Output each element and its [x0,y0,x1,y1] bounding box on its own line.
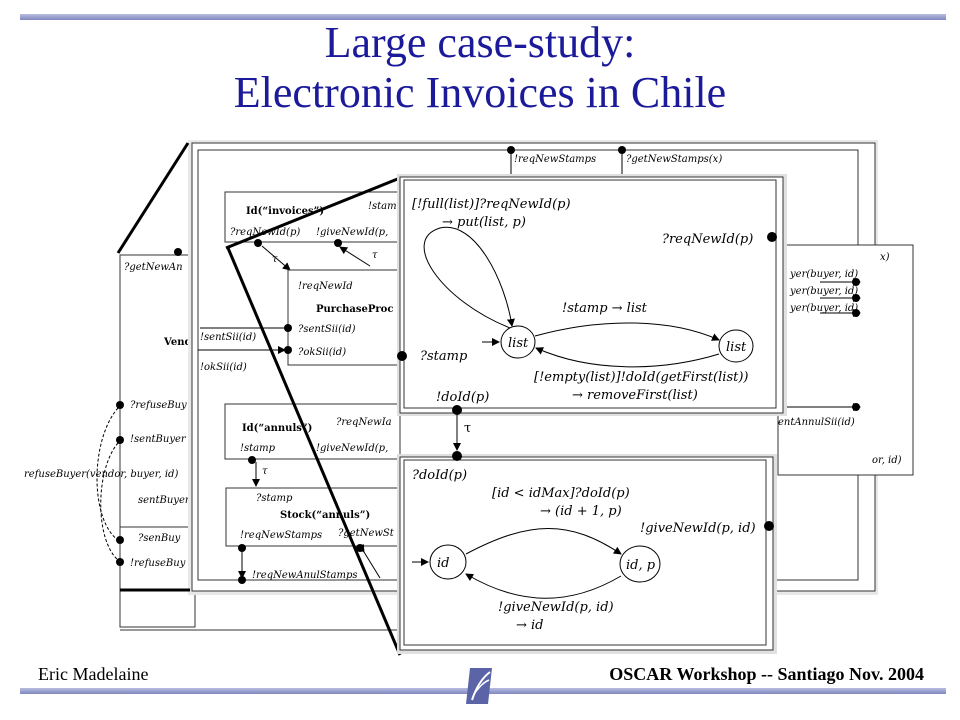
stock-annuls-box: ?stamp Stock(“annuls”) ?getNewSt !reqNew… [225,487,399,552]
label-stamp-annuls: !stamp [240,443,276,454]
label-refuse-buy-2: !refuseBuy [130,558,186,569]
label-refuse-buy: ?refuseBuy [130,400,187,411]
label-x-right: x) [880,252,890,263]
label-req-new-anul-stamps: !reqNewAnulStamps [252,570,358,581]
id-annuls-box: Id(“annuls”) ?reqNewIa !stamp !giveNewId… [224,403,401,464]
top-guard-line-2: → put(list, p) [442,215,526,230]
zoom-line-outer-top [116,142,190,254]
top-stamp-list: !stamp → list [562,301,648,316]
state-list-right [718,329,754,363]
state-id-left-label: id [437,556,449,571]
bottom-return-line-2: → id [516,618,544,633]
label-vendor: Vend [163,337,191,348]
bottom-return-line-1: !giveNewId(p, id) [498,600,614,615]
slide-title: Large case-study: Electronic Invoices in… [0,18,960,118]
top-stamp-port: ?stamp [420,349,468,364]
label-tau-1: τ [272,254,278,265]
label-stam: !stam [368,201,397,212]
top-req-new-id-port: ?reqNewId(p) [662,232,753,247]
label-buyer-3: yer(buyer, id) [789,303,858,314]
title-line-1: Large case-study: [324,18,636,67]
zoom-panel-top [397,174,787,416]
author-footer: Eric Madelaine [38,664,149,684]
top-guard-line-1: [!full(list)]?reqNewId(p) [412,197,571,212]
label-tau-3: τ [262,466,268,477]
state-list-left-label: list [508,336,529,351]
label-ok-sii-e: !okSii(id) [200,362,247,373]
label-sent-sii-q: ?sentSii(id) [298,324,356,335]
label-buyer-1: yer(buyer, id) [789,269,858,280]
label-get-new-an: ?getNewAn [124,262,183,273]
top-tau: τ [464,421,471,436]
top-do-id-out: !doId(p) [436,390,489,405]
label-req-new-id: !reqNewId [298,281,353,292]
buyer-box: ?senBuy !refuseBuy [116,526,196,628]
title-line-2: Electronic Invoices in Chile [233,68,727,117]
state-id-right-label: id, p [626,558,656,573]
state-list-left [500,325,536,359]
top-empty-line-2: → removeFirst(list) [572,388,698,403]
bottom-guard-line-1: [id < idMax]?doId(p) [492,486,630,501]
top-decor-bar [20,14,946,20]
label-stamp-q: ?stamp [256,493,293,504]
label-or-id: or, id) [872,455,902,466]
label-id-annuls: Id(“annuls”) [242,423,312,434]
state-id-right [619,545,661,583]
state-list-right-label: list [726,340,747,355]
label-get-new-st: ?getNewSt [338,528,395,539]
label-give-new-id-p-2: !giveNewId(p, [316,443,388,454]
label-id-invoices: Id(“invoices”) [246,206,324,217]
label-sen-buy: ?senBuy [138,533,181,544]
label-req-new-stamps: !reqNewStamps [514,154,596,165]
port-stamp [397,351,407,361]
port-do-id-out [452,405,462,415]
label-sent-buyer: !sentBuyer [130,434,187,445]
label-ent-annul-sii: entAnnulSii(id) [778,417,855,428]
bottom-give-new-id-port: !giveNewId(p, id) [640,521,756,536]
state-id-left [429,544,467,580]
venue-footer: OSCAR Workshop -- Santiago Nov. 2004 [609,664,924,684]
label-sent-sii-e: !sentSii(id) [200,332,256,343]
label-purchase-proc: PurchaseProc [316,304,393,315]
port-do-id-in [452,451,462,461]
bottom-do-id-in: ?doId(p) [412,468,467,483]
zoom-line-inner-bottom [226,247,402,656]
purchase-proc-box: !reqNewId PurchaseProc ?sentSii(id) ?okS… [284,269,404,366]
logo-icon [466,668,492,704]
label-tau-2: τ [372,250,378,261]
label-get-new-stamps: ?getNewStamps(x) [626,154,722,165]
label-buyer-2: yer(buyer, id) [789,286,858,297]
label-give-new-id-p: !giveNewId(p, [316,227,388,238]
right-buyer-box: x) yer(buyer, id) yer(buyer, id) yer(buy… [777,244,914,476]
label-sent-buyer-2: sentBuyer [138,495,191,506]
zoom-line-inner-top [225,176,401,250]
port-req-new-id [767,232,777,242]
bottom-guard-line-2: → (id + 1, p) [540,504,622,519]
zoom-panel-bottom [397,454,777,654]
port-give-new-id [764,521,774,531]
label-refuse-buyer-full: refuseBuyer(vendor, buyer, id) [24,469,178,480]
label-req-new-ia: ?reqNewIa [336,417,392,428]
top-empty-line-1: [!empty(list)]!doId(getFirst(list)) [534,370,749,385]
label-req-new-stamps-2: !reqNewStamps [240,530,322,541]
label-stock-annuls: Stock(“annuls”) [280,510,370,521]
label-ok-sii-q: ?okSii(id) [298,347,346,358]
